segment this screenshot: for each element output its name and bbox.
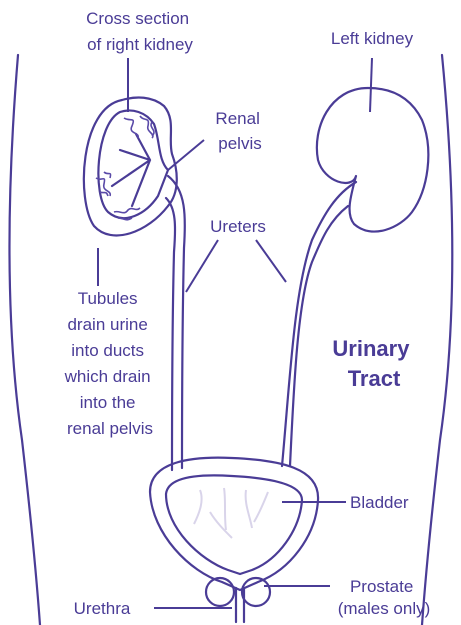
bladder-label: Bladder: [350, 493, 409, 512]
bladder: [150, 458, 318, 590]
left-kidney: [317, 88, 428, 232]
cross-section-label: Cross section of right kidney: [86, 9, 194, 54]
tubules-label: Tubules drain urine into ducts which dra…: [64, 289, 156, 438]
renal-pelvis-label: Renal pelvis: [215, 109, 264, 153]
right-ureter: [168, 176, 185, 468]
urethra-label: Urethra: [74, 599, 131, 618]
prostate-label: Prostate (males only): [338, 577, 431, 618]
left-kidney-label: Left kidney: [331, 29, 414, 48]
right-ureter-inner: [166, 198, 175, 470]
right-kidney-cross-section: [84, 98, 177, 236]
diagram-title: Urinary Tract: [332, 336, 415, 391]
ureters-label: Ureters: [210, 217, 266, 236]
body-outline-left: [9, 55, 40, 625]
